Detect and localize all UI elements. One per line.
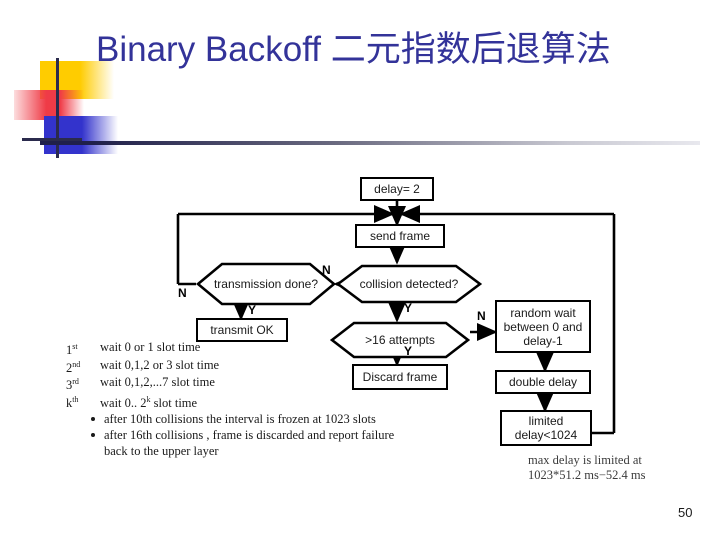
ordinal-2-suffix: nd <box>72 359 81 369</box>
decorative-logo <box>14 58 118 158</box>
node-collision-detected[interactable]: collision detected? <box>336 263 482 305</box>
branch-label-collision-detected-no: N <box>322 263 331 277</box>
logo-blue-fade <box>82 116 118 154</box>
bullet-dot-icon <box>91 433 95 437</box>
branch-label-attempts-yes: Y <box>404 344 413 358</box>
node-collision-detected-label: collision detected? <box>359 277 459 291</box>
ordinal-3-suffix: rd <box>72 377 79 387</box>
list-item: 1st wait 0 or 1 slot time <box>66 340 219 358</box>
note-bullet-1: after 10th collisions the interval is fr… <box>104 412 376 426</box>
node-discard-frame[interactable]: Discard frame <box>352 364 448 390</box>
node-attempts-check[interactable]: >16 attempts <box>330 320 470 360</box>
node-transmit-ok[interactable]: transmit OK <box>196 318 288 342</box>
logo-yellow-fade <box>80 61 114 99</box>
node-delay-init[interactable]: delay= 2 <box>360 177 434 201</box>
ordinal-1-suffix: st <box>72 342 78 351</box>
bullet-dot-icon <box>91 417 95 421</box>
note-bullet-2: after 16th collisions , frame is discard… <box>104 428 395 442</box>
logo-horizontal-line <box>22 138 82 141</box>
list-item: kth wait 0.. 2k slot time <box>66 393 219 411</box>
logo-blue-square <box>44 116 82 154</box>
branch-label-collision-detected-yes: Y <box>404 301 413 315</box>
logo-red-fade <box>60 90 84 120</box>
ordinal-3: 3rd <box>66 377 79 393</box>
ordinal-k-suffix: th <box>72 394 79 404</box>
logo-red-square <box>14 90 60 120</box>
node-limited-delay[interactable]: limited delay<1024 <box>500 410 592 446</box>
list-item: 2nd wait 0,1,2 or 3 slot time <box>66 358 219 376</box>
note-bullet-2-continued: back to the upper layer <box>104 444 219 458</box>
ordinal-list: 1st wait 0 or 1 slot time 2nd wait 0,1,2… <box>66 340 219 411</box>
node-transmission-done-label: transmission done? <box>213 277 319 291</box>
list-item: 3rd wait 0,1,2,...7 slot time <box>66 375 219 393</box>
list-item: after 16th collisions , frame is discard… <box>91 428 395 443</box>
node-send-frame[interactable]: send frame <box>355 224 445 248</box>
ordinal-2: 2nd <box>66 359 81 375</box>
ordinal-2-text: wait 0,1,2 or 3 slot time <box>100 357 220 372</box>
node-attempts-check-label: >16 attempts <box>365 333 435 347</box>
list-item: back to the upper layer <box>104 444 394 459</box>
page-number: 50 <box>678 505 693 520</box>
max-delay-note: max delay is limited at 1023*51.2 ms−52.… <box>528 453 645 483</box>
ordinal-1-text: wait 0 or 1 slot time <box>100 340 201 354</box>
branch-label-transmission-done-no: N <box>178 286 187 300</box>
ordinal-3-text: wait 0,1,2,...7 slot time <box>100 375 215 390</box>
slide-title: Binary Backoff 二元指数后退算法 <box>96 30 611 69</box>
branch-label-attempts-no: N <box>477 309 486 323</box>
max-delay-line-1: max delay is limited at <box>528 453 642 467</box>
max-delay-line-2: 1023*51.2 ms−52.4 ms <box>528 468 646 482</box>
node-double-delay[interactable]: double delay <box>495 370 591 394</box>
node-transmission-done[interactable]: transmission done? <box>196 261 336 307</box>
node-random-wait[interactable]: random wait between 0 and delay-1 <box>495 300 591 353</box>
branch-label-transmission-done-yes: Y <box>248 303 257 317</box>
list-item: after 10th collisions the interval is fr… <box>91 412 394 427</box>
notes-list: after 10th collisions the interval is fr… <box>90 412 394 460</box>
ordinal-k-text: wait 0.. 2k slot time <box>100 394 198 411</box>
ordinal-1: 1st <box>66 342 78 358</box>
ordinal-k: kth <box>66 394 79 411</box>
logo-vertical-line <box>56 58 59 158</box>
title-divider <box>40 141 700 145</box>
